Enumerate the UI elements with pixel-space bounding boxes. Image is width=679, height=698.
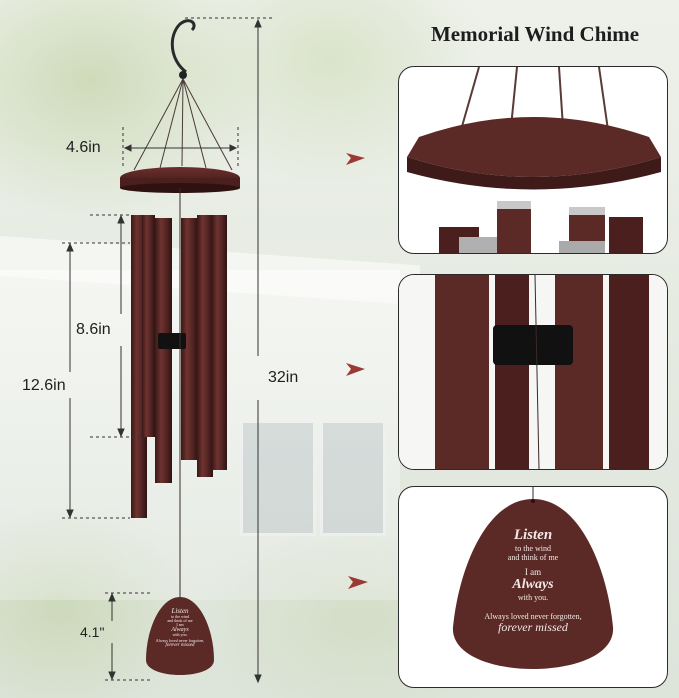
dim-sail-height: 4.1"	[80, 624, 105, 640]
arrow-icon	[346, 363, 365, 376]
hook-icon	[170, 19, 196, 74]
hanging-strings	[133, 78, 233, 171]
tubes-closeup-image	[399, 275, 667, 469]
tube	[212, 215, 227, 470]
sail	[146, 597, 214, 675]
dim-total-length: 32in	[268, 369, 299, 386]
dim-long-tube: 12.6in	[22, 377, 66, 394]
house-window	[320, 420, 386, 536]
product-title: Memorial Wind Chime	[430, 22, 640, 46]
chime-tubes	[131, 215, 227, 518]
house-window	[240, 420, 316, 536]
hook-ring	[179, 71, 187, 79]
dim-short-tube: 8.6in	[76, 321, 111, 338]
detail-panel-tubes	[398, 274, 668, 470]
arrow-icon	[346, 153, 365, 165]
sail-inscription: Listen to the wind and think of me I am …	[484, 527, 582, 635]
detail-panel-sail: Listen to the wind and think of me I am …	[398, 486, 668, 688]
tube	[155, 218, 172, 483]
striker	[158, 333, 186, 349]
dim-top-width: 4.6in	[66, 139, 101, 156]
tube	[181, 218, 198, 460]
tube	[142, 215, 155, 437]
dimension-lines	[62, 17, 275, 684]
small-sail-text: Listen to the wind and think of me I am …	[155, 607, 205, 649]
detail-panel-top	[398, 66, 668, 254]
top-closeup-image	[407, 67, 661, 253]
arrow-icon	[348, 576, 368, 589]
tube	[197, 215, 213, 477]
arrow-icons	[346, 153, 368, 589]
sail-closeup-image	[452, 487, 614, 669]
